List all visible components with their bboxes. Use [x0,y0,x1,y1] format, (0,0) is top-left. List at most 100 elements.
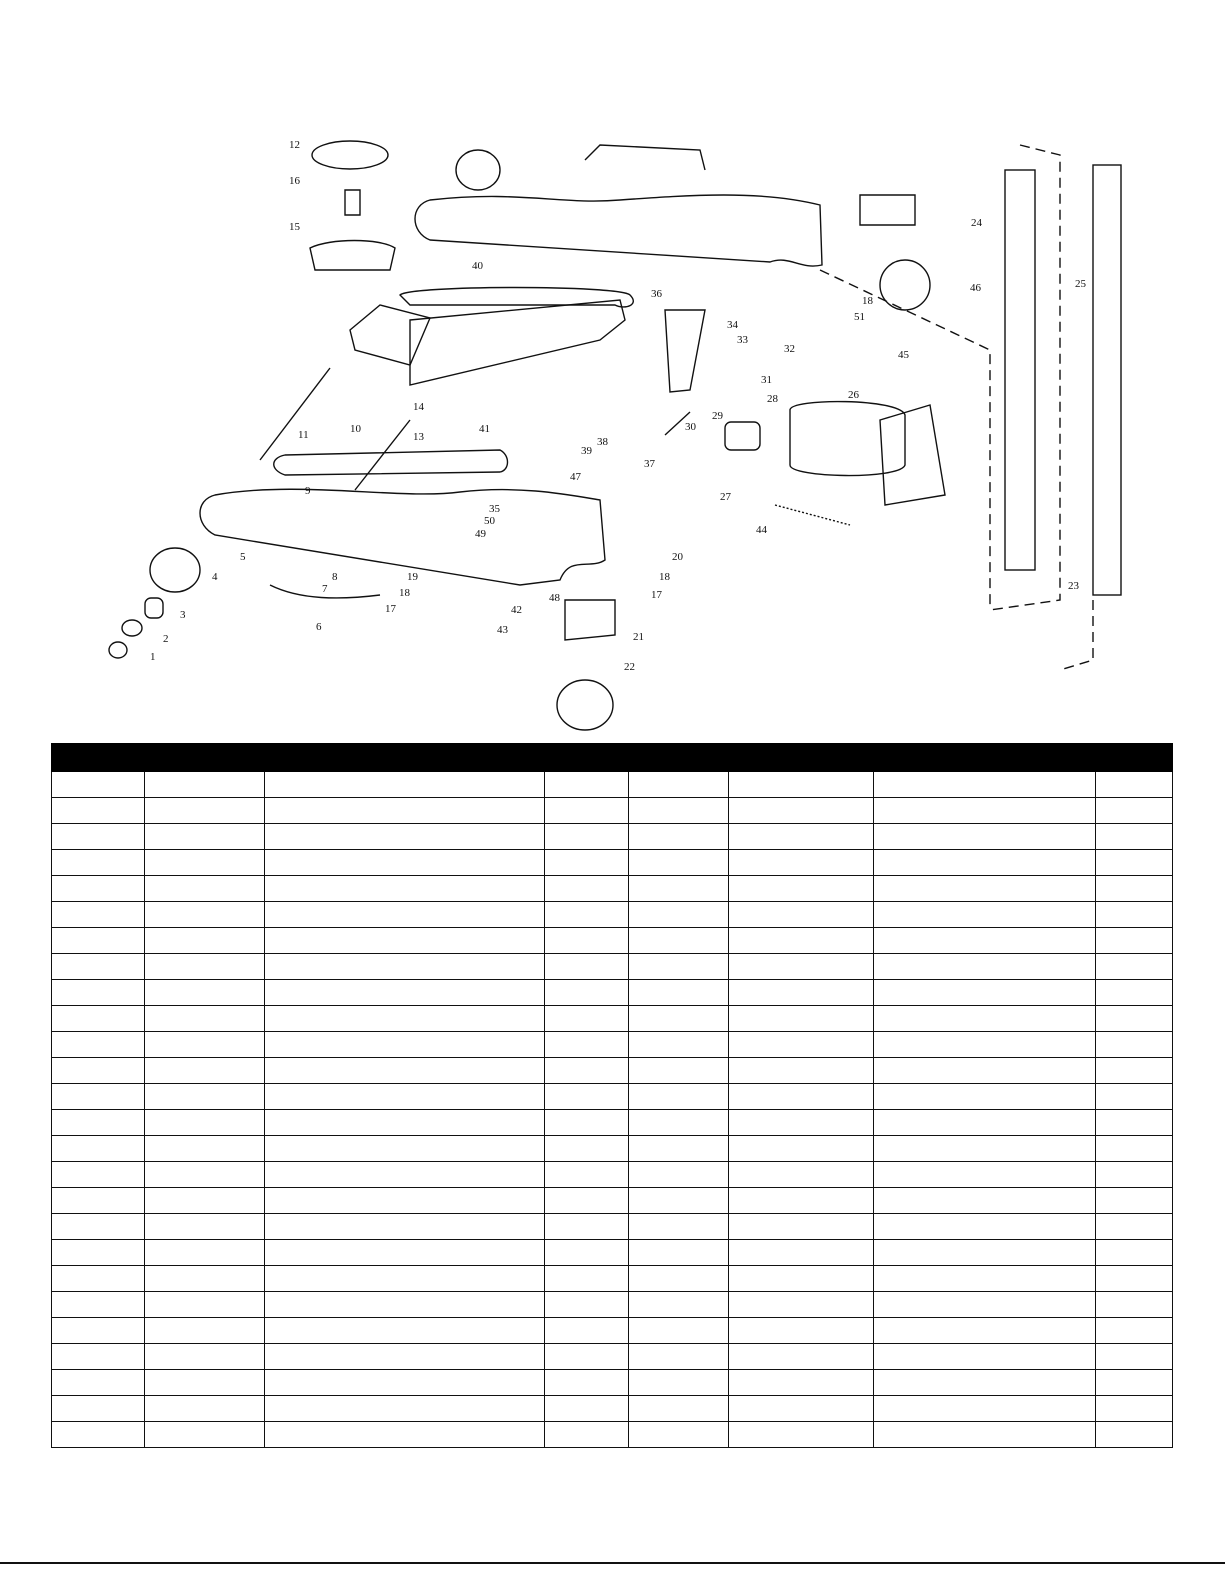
table-cell [144,1291,265,1318]
table-cell [544,1187,629,1214]
table-cell [1095,1265,1173,1292]
table-cell [728,1369,874,1396]
lower-handle [269,584,381,599]
table-cell [1095,1005,1173,1032]
table-cell [544,1213,629,1240]
table-cell [144,1135,265,1162]
lower-link [273,449,509,476]
table-cell [144,953,265,980]
table-cell [51,1317,145,1344]
table-cell [264,1083,545,1110]
table-cell [544,1161,629,1188]
part-number-label: 7 [322,583,328,595]
caster-upper [879,259,931,311]
table-cell [728,1031,874,1058]
header-cell [144,743,265,772]
table-cell [144,771,265,798]
table-cell [264,1057,545,1084]
table-row [51,771,1173,798]
table-cell [628,1239,729,1266]
table-cell [873,1343,1096,1370]
table-cell [628,771,729,798]
table-cell [264,1343,545,1370]
table-row [51,1005,1173,1032]
table-cell [1095,1317,1173,1344]
table-cell [1095,1057,1173,1084]
table-cell [628,1005,729,1032]
saddle-pad [311,140,389,170]
part-number-label: 43 [497,624,509,636]
table-cell [144,823,265,850]
header-cell [264,743,545,772]
table-cell [1095,1421,1173,1448]
table-row [51,953,1173,980]
handle-tube-25 [1092,164,1122,596]
table-cell [264,1291,545,1318]
caster-22 [556,679,614,731]
table-cell [1095,1109,1173,1136]
table-cell [728,797,874,824]
table-cell [544,1031,629,1058]
table-row [51,1135,1173,1162]
table-header-row [51,743,1173,772]
table-cell [51,823,145,850]
table-cell [264,1187,545,1214]
table-cell [728,901,874,928]
part-number-label: 29 [712,410,724,422]
table-cell [1095,1161,1173,1188]
table-row [51,797,1173,824]
table-cell [544,1343,629,1370]
table-cell [544,1291,629,1318]
table-cell [728,1213,874,1240]
dash-line-far [1059,600,1094,671]
lower-frame-plate [199,488,606,586]
table-cell [51,1031,145,1058]
table-cell [144,1239,265,1266]
table-cell [544,1057,629,1084]
table-cell [728,875,874,902]
table-cell [144,849,265,876]
table-cell [873,1395,1096,1422]
table-cell [544,797,629,824]
part-number-label: 51 [854,311,865,323]
table-cell [264,1421,545,1448]
table-cell [264,797,545,824]
table-row [51,1421,1173,1448]
part-number-label: 2 [163,633,169,645]
table-cell [873,1109,1096,1136]
table-cell [728,1265,874,1292]
table-cell [1095,771,1173,798]
saddle-screw [344,189,361,216]
table-cell [51,1005,145,1032]
table-cell [51,1395,145,1422]
part-number-label: 1 [150,651,156,663]
table-cell [144,1187,265,1214]
part-number-label: 20 [672,551,684,563]
part-number-label: 46 [970,282,982,294]
table-cell [728,1291,874,1318]
part-number-label: 25 [1075,278,1087,290]
table-cell [1095,1031,1173,1058]
table-cell [51,953,145,980]
part-number-label: 19 [407,571,419,583]
table-cell [873,1135,1096,1162]
part-number-label: 5 [240,551,246,563]
table-cell [51,875,145,902]
table-row [51,1291,1173,1318]
table-cell [873,1291,1096,1318]
table-cell [628,1369,729,1396]
table-cell [1095,1239,1173,1266]
table-cell [728,927,874,954]
part-number-label: 33 [737,334,749,346]
part-number-label: 26 [848,389,860,401]
table-cell [51,797,145,824]
table-cell [728,1317,874,1344]
table-cell [51,1343,145,1370]
table-cell [873,979,1096,1006]
table-cell [264,771,545,798]
saddle-block [349,304,431,366]
table-cell [873,1161,1096,1188]
table-cell [1095,1213,1173,1240]
part-number-label: 34 [727,319,739,331]
table-row [51,1083,1173,1110]
